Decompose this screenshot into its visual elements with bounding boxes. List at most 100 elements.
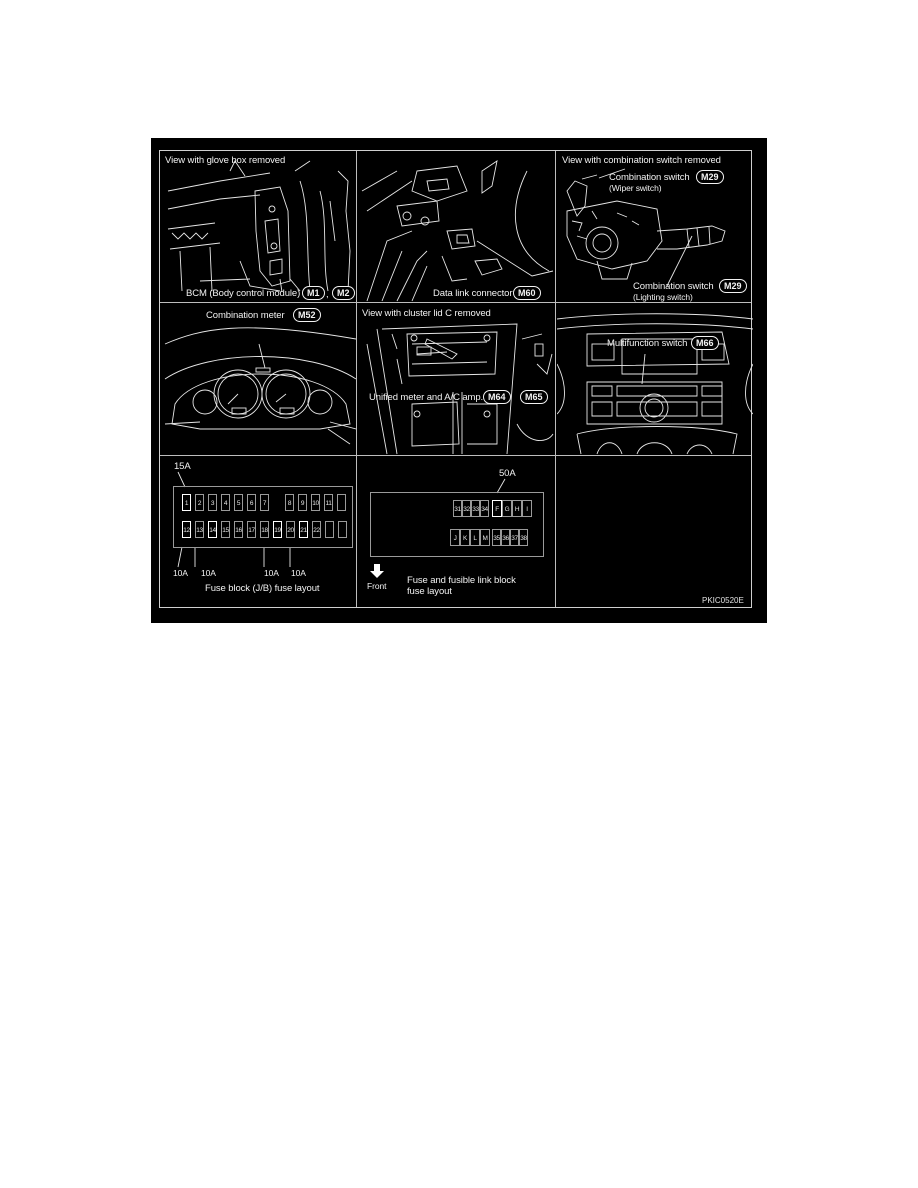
fuse-slot: F (492, 500, 502, 517)
grid-divider (160, 302, 751, 303)
panel-combination-meter: Combination meter M52 (160, 304, 356, 455)
connector-badge-m65: M65 (520, 390, 548, 404)
fuse-slot: 8 (285, 494, 294, 511)
fuse-slot: 13 (195, 521, 204, 538)
front-arrow-icon (370, 564, 384, 578)
fuse-slot: H (512, 500, 522, 517)
fuse-slot: 22 (312, 521, 321, 538)
fuse-slot: 21 (299, 521, 308, 538)
fuse-slot-empty (338, 521, 347, 538)
fuse-slot: 3 (208, 494, 217, 511)
panel-cluster-lid: View with cluster lid C removed Unified … (357, 304, 555, 455)
connector-badge-m1: M1 (302, 286, 325, 300)
multifunction-label: Multifunction switch (607, 338, 688, 349)
fuse-slot: 33 (471, 500, 480, 517)
fuse-slot: I (522, 500, 532, 517)
rating-15a: 15A (174, 461, 191, 472)
fuse-leader-lines (177, 471, 291, 568)
wiper-switch-label: Combination switch (609, 172, 690, 183)
fuse-slot: 35 (492, 529, 501, 546)
jb-fuse-block: 1 2 3 4 5 6 7 8 9 10 11 12 13 14 15 16 1… (173, 486, 353, 548)
front-label: Front (367, 581, 387, 591)
connector-badge-m52: M52 (293, 308, 321, 322)
connector-badge-m66: M66 (691, 336, 719, 350)
fusible-link-caption-line1: Fuse and fusible link block (407, 575, 516, 586)
fuse-slot: 1 (182, 494, 191, 511)
panel-multifunction-switch: Multifunction switch M66 (557, 304, 753, 455)
fuse-slot: 37 (510, 529, 519, 546)
fuse-slot: 31 (453, 500, 462, 517)
connector-badge-m29-wiper: M29 (696, 170, 724, 184)
separator: , (326, 289, 329, 300)
fusible-link-caption-line2: fuse layout (407, 586, 452, 597)
connector-badge-m60: M60 (513, 286, 541, 300)
rating-10a: 10A (201, 568, 216, 578)
panel-title: View with glove box removed (165, 155, 286, 166)
fuse-slot: L (470, 529, 480, 546)
lighting-switch-sublabel: (Lighting switch) (633, 292, 693, 302)
cluster-label: Unified meter and A/C amp. (369, 392, 484, 403)
connector-location-figure: View with glove box removed BCM (Body co… (151, 138, 767, 623)
panel-bcm: View with glove box removed BCM (Body co… (160, 151, 356, 302)
grid-divider (356, 151, 357, 607)
fuse-slot-empty (337, 494, 346, 511)
panel-fusible-link-layout: 50A 31 32 33 34 F G H I J K L M 35 36 37 (357, 457, 555, 609)
fuse-slot: 12 (182, 521, 191, 538)
multifunction-switch-illustration (557, 313, 753, 455)
connector-badge-m2: M2 (332, 286, 355, 300)
jb-fuse-caption: Fuse block (J/B) fuse layout (205, 583, 320, 594)
fuse-slot: 18 (260, 521, 269, 538)
fuse-slot: 20 (286, 521, 295, 538)
grid-divider (555, 151, 556, 607)
fuse-slot: K (460, 529, 470, 546)
fusible-link-block: 31 32 33 34 F G H I J K L M 35 36 37 38 (370, 492, 544, 557)
fuse-slot: M (480, 529, 490, 546)
glove-box-illustration (167, 160, 351, 293)
grid-divider (160, 455, 751, 456)
panel-jb-fuse-layout: 15A 1 2 3 4 5 6 7 8 9 10 11 12 13 14 (160, 457, 356, 609)
combination-meter-illustration (164, 327, 356, 445)
combination-switch-illustration (566, 168, 726, 287)
fuse-slot: 16 (234, 521, 243, 538)
figure-code: PKIC0520E (702, 596, 744, 605)
fuse-slot: 11 (324, 494, 333, 511)
meter-label: Combination meter (206, 310, 285, 321)
fuse-slot: 2 (195, 494, 204, 511)
fuse-slot: 19 (273, 521, 282, 538)
panel-empty: PKIC0520E (557, 457, 753, 609)
fuse-slot: 36 (501, 529, 510, 546)
bcm-label: BCM (Body control module) (186, 288, 301, 299)
fuse-slot: 4 (221, 494, 230, 511)
cluster-lid-illustration (366, 323, 554, 455)
rating-10a: 10A (291, 568, 306, 578)
wiper-switch-sublabel: (Wiper switch) (609, 183, 662, 193)
connector-badge-m64: M64 (483, 390, 511, 404)
fuse-slot: G (502, 500, 512, 517)
figure-frame: View with glove box removed BCM (Body co… (159, 150, 753, 609)
fuse-slot: 9 (298, 494, 307, 511)
fuse-slot: 10 (311, 494, 320, 511)
panel-title: View with cluster lid C removed (362, 308, 491, 319)
fuse-slot: 15 (221, 521, 230, 538)
fuse-slot: 17 (247, 521, 256, 538)
fuse-slot: J (450, 529, 460, 546)
fuse-slot: 6 (247, 494, 256, 511)
rating-10a: 10A (173, 568, 188, 578)
fuse-slot: 32 (462, 500, 471, 517)
fuse-slot: 7 (260, 494, 269, 511)
rating-50a: 50A (499, 468, 516, 479)
fuse-leader-lines (496, 478, 506, 494)
fuse-slot: 34 (480, 500, 489, 517)
rating-10a: 10A (264, 568, 279, 578)
data-link-illustration (361, 160, 554, 302)
fuse-slot: 5 (234, 494, 243, 511)
fuse-slot: 14 (208, 521, 217, 538)
panel-title: View with combination switch removed (562, 155, 721, 166)
fuse-slot: 38 (519, 529, 528, 546)
panel-combination-switch: View with combination switch removed Com… (557, 151, 753, 302)
connector-badge-m29-lighting: M29 (719, 279, 747, 293)
lighting-switch-label: Combination switch (633, 281, 714, 292)
panel-data-link-connector: Data link connector M60 (357, 151, 555, 302)
fuse-slot-empty (325, 521, 334, 538)
dlc-label: Data link connector (433, 288, 513, 299)
